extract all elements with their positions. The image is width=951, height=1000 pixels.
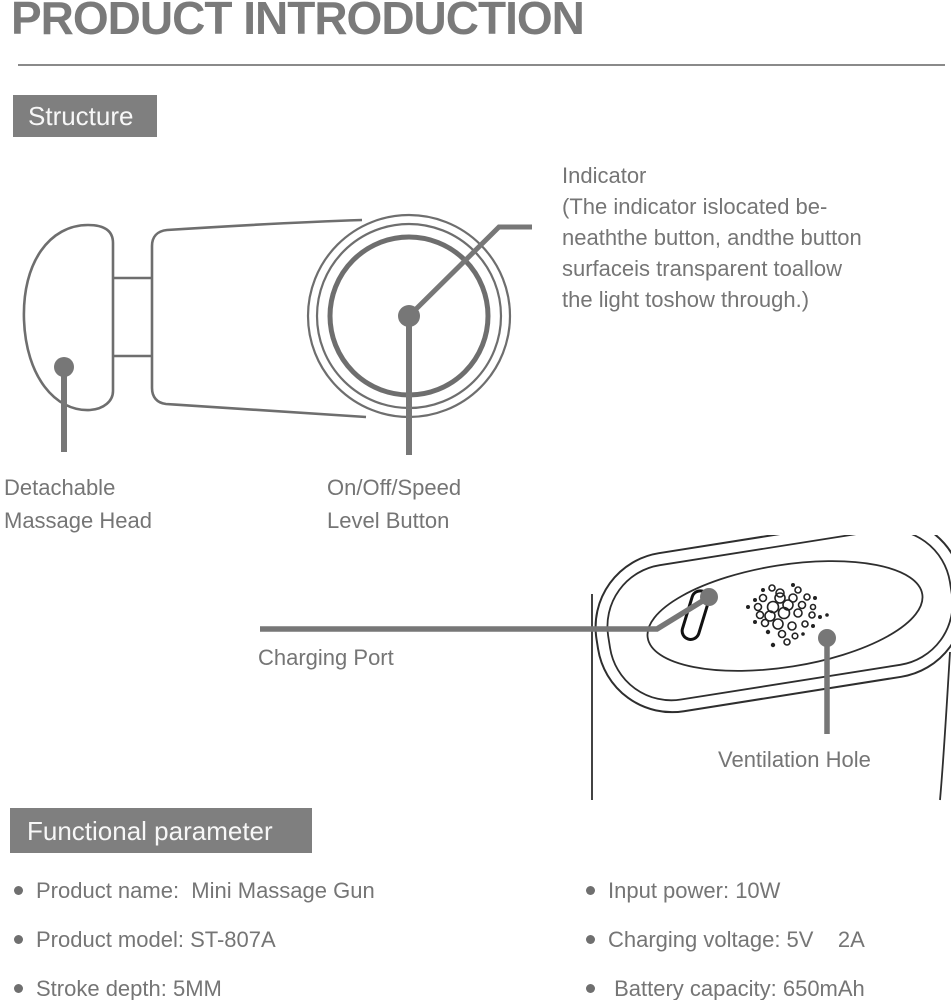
bullet-icon bbox=[14, 886, 23, 895]
param-item-charging-voltage: Charging voltage: 5V 2A bbox=[586, 926, 865, 952]
massage-head-label: Detachable Massage Head bbox=[4, 475, 152, 533]
param-item-text: Input power: 10W bbox=[608, 878, 781, 903]
param-item-text: Product model: ST-807A bbox=[36, 927, 276, 952]
device-bottom-diagram bbox=[260, 535, 951, 801]
ventilation-leader-dot bbox=[818, 629, 836, 647]
gun-body-outline bbox=[150, 218, 367, 419]
structure-section-label: Structure bbox=[28, 101, 134, 131]
power-button-label: On/Off/Speed Level Button bbox=[327, 475, 462, 533]
bullet-icon bbox=[586, 984, 595, 993]
head-shaft-lines bbox=[113, 276, 153, 358]
indicator-annotation: Indicator (The indicator islocated be- n… bbox=[562, 163, 862, 312]
head-leader-dot bbox=[54, 357, 74, 377]
functional-parameter-section-badge: Functional parameter bbox=[10, 808, 312, 853]
param-item-product-model: Product model: ST-807A bbox=[14, 926, 375, 952]
charging-port-leader-line bbox=[260, 594, 711, 632]
param-item-text: Stroke depth: 5MM bbox=[36, 976, 222, 1000]
massage-head-shape bbox=[22, 223, 115, 412]
button-leader-dot bbox=[398, 305, 420, 327]
param-item-text: Product name: Mini Massage Gun bbox=[36, 878, 375, 903]
param-item-product-name: Product name: Mini Massage Gun bbox=[14, 877, 375, 903]
body-right-edge bbox=[939, 651, 951, 801]
ventilation-holes bbox=[746, 583, 829, 648]
param-item-battery-capacity: Battery capacity: 650mAh bbox=[586, 975, 865, 1000]
title-divider bbox=[18, 64, 945, 66]
parameter-list-left: Product name: Mini Massage Gun Product m… bbox=[14, 877, 375, 1000]
bullet-icon bbox=[586, 935, 595, 944]
bullet-icon bbox=[586, 886, 595, 895]
bullet-icon bbox=[14, 984, 23, 993]
ventilation-hole-label: Ventilation Hole bbox=[718, 747, 871, 772]
page-title: PRODUCT INTRODUCTION bbox=[11, 0, 585, 44]
param-item-text: Battery capacity: 650mAh bbox=[608, 976, 865, 1000]
structure-section-badge: Structure bbox=[13, 95, 157, 137]
param-item-input-power: Input power: 10W bbox=[586, 877, 865, 903]
bottom-face-oval bbox=[646, 560, 924, 672]
functional-parameter-section-label: Functional parameter bbox=[27, 815, 273, 846]
param-item-stroke-depth: Stroke depth: 5MM bbox=[14, 975, 375, 1000]
massage-gun-diagram bbox=[22, 213, 532, 455]
param-item-text: Charging voltage: 5V 2A bbox=[608, 927, 865, 952]
indicator-leader-line bbox=[407, 224, 532, 318]
charging-port-leader-dot bbox=[700, 588, 718, 606]
bottom-outline-outer bbox=[594, 535, 951, 714]
charging-port-label: Charging Port bbox=[258, 645, 394, 670]
parameter-list-right: Input power: 10W Charging voltage: 5V 2A… bbox=[586, 877, 865, 1000]
bullet-icon bbox=[14, 935, 23, 944]
